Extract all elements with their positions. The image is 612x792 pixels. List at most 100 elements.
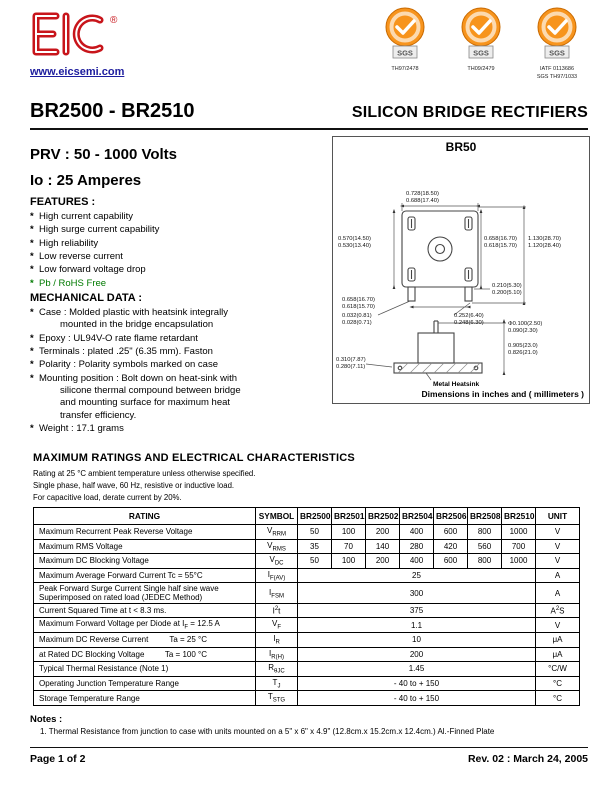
value-cell: 25 xyxy=(297,567,536,584)
top-view xyxy=(401,210,479,302)
symbol-cell: VF xyxy=(255,617,298,633)
side-view xyxy=(393,320,483,374)
value-cell: 70 xyxy=(331,538,366,555)
symbol-cell: IR xyxy=(255,631,298,648)
symbol-cell: I2t xyxy=(255,603,298,619)
badge-iso: SGS TH97/2478 xyxy=(372,6,438,81)
mechanical-list: *Case : Molded plastic with heatsink int… xyxy=(30,307,328,435)
bullet: * xyxy=(30,277,34,289)
rating-name-cell: Maximum Forward Voltage per Diode at IF … xyxy=(33,617,256,633)
dimension-label: 0.658(16.70) xyxy=(484,236,517,242)
value-cell: 420 xyxy=(433,538,468,555)
symbol-cell: VRMS xyxy=(255,538,298,555)
dimension-label: 0.618(15.70) xyxy=(342,304,375,310)
feature-item: *Low forward voltage drop xyxy=(30,264,146,276)
ratings-heading: MAXIMUM RATINGS AND ELECTRICAL CHARACTER… xyxy=(33,452,355,464)
symbol-cell: VRRM xyxy=(255,524,298,540)
value-cell: 280 xyxy=(399,538,434,555)
dimension-label: 0.658(16.70) xyxy=(342,297,375,303)
condition-line: For capacitive load, derate current by 2… xyxy=(33,493,182,503)
feature-item: *High current capability xyxy=(30,211,133,222)
value-cell: 200 xyxy=(365,553,400,569)
package-drawing: 0.728(18.50) 0.688(17.40) 0.570(14.50) 0… xyxy=(336,191,561,388)
badge-caption: TH97/2478 xyxy=(391,66,419,72)
dimension-label: 0.570(14.50) xyxy=(338,236,371,242)
value-cell: 200 xyxy=(365,524,400,540)
dimension-label: 1.130(28.70) xyxy=(528,236,561,242)
bullet: * xyxy=(30,211,34,222)
bullet: * xyxy=(30,237,34,249)
sgs-seal-icon: SGS xyxy=(537,7,577,59)
column-header: BR2500 xyxy=(297,507,332,525)
badge-caption-2: SGS TH97/1033 xyxy=(536,74,578,81)
dimensions-caption: Dimensions in inches and ( millimeters ) xyxy=(421,389,584,399)
features-section: FEATURES : *High current capability*High… xyxy=(30,196,328,291)
dimension-label: 0.252(6.40) xyxy=(454,313,484,319)
value-cell: 1000 xyxy=(501,553,536,569)
dimension-label: 0.728(18.50) xyxy=(406,191,439,197)
title-divider xyxy=(30,128,588,130)
prv-spec: PRV : 50 - 1000 Volts xyxy=(30,146,178,163)
eic-logo: ® xyxy=(26,8,126,65)
value-cell: 560 xyxy=(467,538,502,555)
column-header: UNIT xyxy=(535,507,580,525)
rating-name-cell: Operating Junction Temperature Range xyxy=(33,675,256,692)
value-cell: 100 xyxy=(331,524,366,540)
value-cell: 600 xyxy=(433,524,468,540)
badge-iatf: SGS IATF 0113686 SGS TH97/1033 xyxy=(524,6,590,81)
feature-item: *Pb / RoHS Free xyxy=(30,277,107,289)
product-title: SILICON BRIDGE RECTIFIERS xyxy=(351,104,588,121)
rating-name-cell: Current Squared Time at t < 8.3 ms. xyxy=(33,603,256,619)
bullet: * xyxy=(30,264,34,276)
heatsink-hatching xyxy=(397,362,481,374)
value-cell: 100 xyxy=(331,553,366,569)
mechanical-item: *Polarity : Polarity symbols marked on c… xyxy=(30,359,218,371)
column-header: BR2501 xyxy=(331,507,366,525)
mechanical-item: *Terminals : plated .25" (6.35 mm). Fast… xyxy=(30,346,213,358)
rating-name-cell: Storage Temperature Range xyxy=(33,690,256,706)
mechanical-heading: MECHANICAL DATA : xyxy=(30,292,143,304)
feature-item: *High surge current capability xyxy=(30,224,160,236)
dimension-label: 0.248(6.30) xyxy=(454,320,484,326)
certification-badges: SGS TH97/2478 SGS TH09/2479 SGS IATF 01 xyxy=(372,6,590,81)
bullet: * xyxy=(30,224,34,236)
dimension-label: 0.210(5.30) xyxy=(492,283,522,289)
unit-cell: °C xyxy=(535,690,580,706)
mechanical-item: *Case : Molded plastic with heatsink int… xyxy=(30,307,229,331)
column-header: BR2506 xyxy=(433,507,468,525)
registered-mark: ® xyxy=(110,15,118,26)
dimension-label: 0.310(7.87) xyxy=(336,357,366,363)
dimension-label: 0.618(15.70) xyxy=(484,243,517,249)
sgs-label: SGS xyxy=(549,49,565,58)
io-spec: Io : 25 Amperes xyxy=(30,171,142,189)
dimension-lines xyxy=(377,203,526,316)
symbol-cell: RθJC xyxy=(255,661,298,677)
symbol-cell: TSTG xyxy=(255,690,298,706)
value-cell: 700 xyxy=(501,538,536,555)
column-header: BR2504 xyxy=(399,507,434,525)
symbol-cell: TJ xyxy=(255,675,298,692)
unit-cell: μA xyxy=(535,646,580,663)
dimension-label: 0.032(0.81) xyxy=(342,313,372,319)
symbol-cell: IR(H) xyxy=(255,646,298,663)
column-header: BR2508 xyxy=(467,507,502,525)
value-cell: 375 xyxy=(297,603,536,619)
unit-cell: °C/W xyxy=(535,661,580,677)
column-header: BR2510 xyxy=(501,507,536,525)
condition-line: Single phase, half wave, 60 Hz, resistiv… xyxy=(33,481,235,491)
rating-name-cell: Maximum RMS Voltage xyxy=(33,538,256,555)
value-cell: 140 xyxy=(365,538,400,555)
sgs-seal-icon: SGS xyxy=(461,7,501,59)
website-link[interactable]: www.eicsemi.com xyxy=(30,66,125,78)
dimension-label: 0.826(21.0) xyxy=(508,350,538,356)
column-header: SYMBOL xyxy=(255,507,298,525)
bullet: * xyxy=(30,346,34,358)
value-cell: 1000 xyxy=(501,524,536,540)
dimension-label: 0.090(2.30) xyxy=(508,328,538,334)
bullet: * xyxy=(30,359,34,371)
sgs-label: SGS xyxy=(397,49,413,58)
